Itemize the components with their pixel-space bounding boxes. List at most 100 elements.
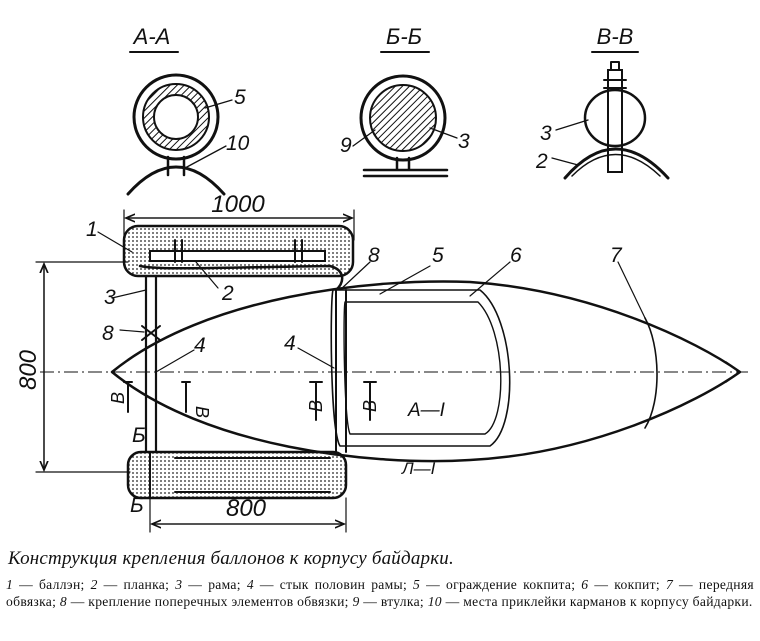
callout-7: 7 [610, 244, 623, 267]
frame-right [335, 289, 347, 453]
section-mark-b-lower: Б [130, 494, 144, 517]
section-mark-b-mid-right [363, 381, 377, 421]
legend-item-text: втулка; [380, 594, 424, 609]
legend-item: 8 — крепление поперечных элементов обвяз… [59, 594, 349, 609]
section-bb-leader-3 [429, 127, 458, 139]
callout-4a: 4 [194, 334, 206, 357]
leader-4a [155, 349, 195, 373]
legend-item-number: 1 [6, 577, 14, 592]
section-vv-leader-2 [551, 157, 579, 166]
callout-8b: 8 [368, 244, 380, 267]
legend-item-text: крепление поперечных элементов обвязки; [88, 594, 349, 609]
legend-item-number: 3 [175, 577, 183, 592]
legend-item: 3 — рама; [175, 577, 241, 592]
section-aa-float-inner [153, 94, 199, 140]
dim-800-bottom-ext [149, 497, 347, 533]
section-mark-v-left: В [108, 392, 128, 404]
leader-4b [297, 347, 335, 369]
section-bb-title: Б-Б [386, 24, 422, 49]
float-lower [126, 450, 348, 500]
legend-item: 5 — ограждение кокпита; [413, 577, 576, 592]
float-upper-clips [174, 239, 303, 263]
callout-8a: 8 [102, 322, 114, 345]
section-mark-a-arrow: А—I [407, 400, 446, 421]
section-vv-hull-arc [563, 147, 670, 180]
legend-item: 1 — баллэн; [6, 577, 85, 592]
frame-link-upper [138, 264, 344, 292]
legend-item-number: 10 [427, 594, 442, 609]
section-mark-v-mid-right: В [360, 400, 380, 412]
float-upper-plank [149, 250, 326, 262]
section-aa-float-outer [132, 73, 220, 161]
section-bb-frame-tube-hatched [369, 84, 437, 152]
section-aa-leader-10 [184, 145, 227, 169]
legend-item-text: стык половин рамы; [279, 577, 408, 592]
legend-item: 9 — втулка; [352, 594, 424, 609]
legend-item-text: баллэн; [38, 577, 85, 592]
legend-item-number: 4 [246, 577, 254, 592]
leader-6 [469, 261, 511, 297]
section-bb-leader-9 [352, 129, 376, 147]
leader-8b [339, 261, 371, 291]
section-mark-v-right: В [192, 406, 212, 418]
callout-4b: 4 [284, 332, 296, 355]
section-aa-leader-5 [204, 99, 233, 109]
section-mark-b-mid-left [309, 381, 323, 421]
legend-item: 4 — стык половин рамы; [246, 577, 408, 592]
section-bb: Б-Б 9 3 [340, 24, 470, 178]
legend-item-text: места приклейки карманов к корпусу байда… [463, 594, 753, 609]
section-vv-bolt [607, 69, 623, 173]
dim-800-bottom-label: 800 [226, 495, 267, 522]
dim-800-side-label: 800 [15, 349, 42, 390]
figure-caption: Конструкция крепления баллонов к корпусу… [6, 548, 754, 610]
leader-5 [379, 265, 431, 295]
section-aa-pocket-neck [166, 155, 186, 177]
leader-3 [111, 289, 147, 299]
plan-view: 1000 800 800 В В В В Б Б А—I Л—I [15, 191, 748, 533]
legend-item: 2 — планка; [90, 577, 170, 592]
dim-1000-ext [123, 209, 355, 241]
leader-2 [195, 261, 219, 289]
leader-1 [97, 231, 133, 253]
section-vv-bolt-head [603, 61, 627, 89]
cockpit-coaming [330, 289, 511, 447]
legend-item-text: передняя обвязка; [6, 577, 754, 609]
section-mark-b-upper: Б [132, 424, 146, 447]
legend-item-number: 2 [90, 577, 98, 592]
section-bb-label-3: 3 [458, 130, 470, 153]
section-aa-label-10: 10 [226, 132, 250, 155]
legend-item-number: 9 [352, 594, 360, 609]
section-aa-hull-arc [126, 165, 226, 196]
section-vv-title: В-В [597, 24, 634, 49]
section-bb-base [362, 156, 449, 178]
legend-item-text: ограждение кокпита; [446, 577, 576, 592]
legend-item-text: кокпит; [614, 577, 660, 592]
legend-item-number: 5 [413, 577, 421, 592]
section-vv-label-2: 2 [535, 150, 548, 173]
legend-item: 10 — места приклейки карманов к корпусу … [427, 594, 753, 609]
section-vv-plank-arc [571, 153, 661, 177]
kayak-bow-tip [725, 361, 741, 383]
front-binding [644, 317, 658, 429]
section-aa: А-А 5 10 [126, 24, 250, 196]
section-bb-label-9: 9 [340, 134, 352, 157]
callout-3: 3 [104, 286, 116, 309]
leader-8a [119, 329, 145, 333]
frame-left [144, 274, 158, 454]
section-aa-label-5: 5 [234, 86, 246, 109]
callout-2: 2 [221, 282, 234, 305]
section-mark-v-mid-left: В [306, 400, 326, 412]
section-marks: В В В В Б Б А—I Л—I [108, 381, 446, 517]
callout-1: 1 [86, 218, 98, 241]
callout-6: 6 [510, 244, 522, 267]
leader-7 [617, 261, 647, 321]
dim-800-side-ext [35, 261, 131, 473]
dim-1000-label: 1000 [211, 191, 265, 218]
cockpit-inner [343, 301, 502, 435]
section-vv: В-В 3 2 [535, 24, 670, 180]
section-aa-title: А-А [132, 24, 171, 49]
caption-legend: 1 — баллэн; 2 — планка; 3 — рама; 4 — ст… [6, 576, 754, 610]
legend-item-number: 7 [665, 577, 674, 592]
legend-item-number: 8 [59, 594, 67, 609]
caption-title: Конструкция крепления баллонов к корпусу… [8, 548, 454, 569]
